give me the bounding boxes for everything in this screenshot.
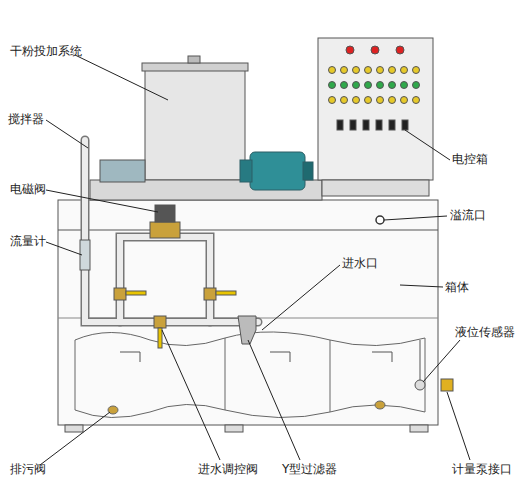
callout-label: 溢流口	[450, 208, 486, 222]
callout-label: 箱体	[445, 280, 469, 294]
callout-label: 进水调控阀	[198, 462, 258, 476]
level-sensor	[415, 340, 453, 391]
valves	[80, 205, 256, 348]
callout-label: 干粉投加系统	[10, 44, 82, 58]
callout-label: 进水口	[342, 256, 378, 270]
callout-label: 电磁阀	[10, 182, 46, 196]
callout-label: 搅拌器	[8, 112, 44, 126]
leader-lines	[40, 55, 470, 465]
callout-label: 计量泵接口	[452, 462, 512, 476]
dry-powder-hopper	[90, 56, 322, 200]
overflow-port	[376, 216, 384, 224]
callout-label: Y型过滤器	[282, 462, 337, 476]
callout-label: 电控箱	[452, 152, 488, 166]
tank	[58, 200, 438, 432]
callout-label: 排污阀	[10, 462, 46, 476]
callout-label: 流量计	[10, 234, 46, 248]
callout-label: 液位传感器	[455, 325, 515, 339]
piping	[85, 140, 258, 322]
motor	[240, 152, 313, 190]
control-box	[318, 38, 433, 196]
